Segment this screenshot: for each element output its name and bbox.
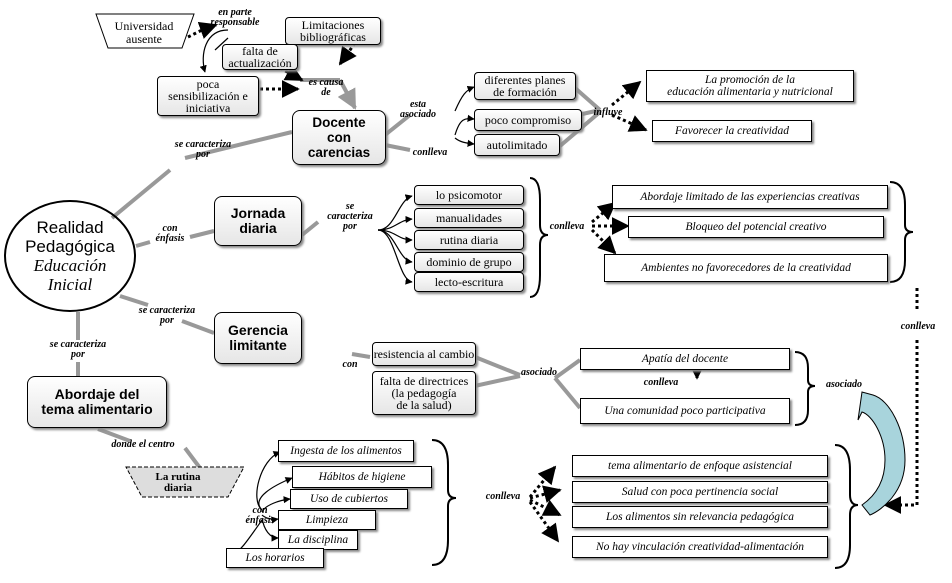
label-conlleva-jornada: conlleva [549,221,585,232]
jornada-result: Abordaje limitado de las experiencias cr… [612,185,888,209]
label-conlleva-docente: conlleva [412,147,448,158]
jornada-item: lo psicomotor [414,185,524,205]
label-con-enfasis-rutina: con énfasis [245,505,275,526]
rutina-label: La rutina diaria [155,471,201,494]
label-con-enfasis-jornada: con énfasis [155,223,185,244]
limitaciones-box: Limitaciones bibliográficas [285,17,381,45]
final-result: Los alimentos sin relevancia pedagógica [572,506,828,528]
label-esta-asociado: esta asociado [399,99,437,120]
label-se-caracteriza-abordaje: se caracteriza por [49,339,107,360]
bracket-gerencia-results [794,351,816,426]
final-result: Salud con poca pertinencia social [572,481,828,503]
label-donde-el-centro: donde el centro [111,439,175,450]
jornada-result: Bloqueo del potencial creativo [628,216,884,238]
final-result: No hay vinculación creatividad-alimentac… [572,536,828,558]
universidad-trapezoid [95,13,195,49]
planes-box: diferentes planes de formación [474,72,576,100]
final-result: tema alimentario de enfoque asistencial [572,455,828,477]
jornada-item: lecto-escritura [414,272,524,292]
universidad-label: Universidad ausente [114,19,174,46]
poca-sensibilizacion-box: poca sensibilización e iniciativa [157,76,259,116]
rutina-item: Uso de cubiertos [290,489,408,509]
label-asociado-gerencia: asociado [520,367,558,378]
brackets [431,177,914,569]
jornada-result: Ambientes no favorecedores de la creativ… [604,254,888,282]
label-asociado-right: asociado [825,379,863,390]
central-line-2: Pedagógica [25,237,115,256]
bracket-final-results [834,444,859,569]
rutina-item: Ingesta de los alimentos [278,440,414,462]
label-en-parte: en parte responsable [210,7,260,28]
label-conlleva-apatia: conlleva [643,377,679,388]
rutina-trapezoid [125,466,245,498]
creatividad-box: Favorecer la creatividad [652,120,812,142]
jornada-item: rutina diaria [414,230,524,250]
resistencia-box: resistencia al cambio [372,342,476,366]
comunidad-box: Una comunidad poco participativa [580,398,790,424]
bracket-jornada [529,177,549,298]
autolimitado-box: autolimitado [474,134,560,156]
rutina-item: Hábitos de higiene [292,466,432,488]
label-es-causa: es causa de [308,77,344,98]
curved-arrow-icon [857,391,906,516]
label-se-caracteriza-gerencia: se caracteriza por [138,305,196,326]
jornada-item: manualidades [414,208,524,228]
label-se-caracteriza-docente: se caracteriza por [174,139,232,160]
central-node: Realidad Pedagógica Educación Inicial [4,200,136,312]
promocion-box: La promoción de la educación alimentaria… [646,70,854,102]
central-line-3: Educación [33,256,107,275]
label-conlleva-right: conlleva [900,321,936,332]
falta-actualizacion-box: falta de actualización [222,44,298,70]
apatia-box: Apatía del docente [580,348,790,370]
central-line-1: Realidad [36,218,104,237]
abordaje-node: Abordaje del tema alimentario [27,376,167,428]
dotted-arrows [187,21,919,543]
rutina-item: Los horarios [226,548,324,568]
rutina-item: Limpieza [278,510,376,530]
central-line-4: Inicial [47,275,93,294]
label-influye: influye [593,107,623,118]
jornada-item: dominio de grupo [414,252,524,272]
label-con-gerencia: con [342,359,358,370]
compromiso-box: poco compromiso [474,109,582,131]
bracket-rutina [431,439,457,566]
label-conlleva-rutina: conlleva [485,491,521,502]
docente-node: Docente con carencias [292,110,386,165]
label-se-caracteriza-jornada: se caracteriza por [327,201,373,232]
bracket-jornada-results [889,181,914,283]
rutina-item: La disciplina [278,530,358,550]
gray-connectors [76,78,602,470]
jornada-node: Jornada diaria [214,196,302,246]
thin-arrows [199,29,475,557]
gerencia-node: Gerencia limitante [214,312,302,364]
directrices-box: falta de directrices (la pedagogía de la… [372,371,476,415]
